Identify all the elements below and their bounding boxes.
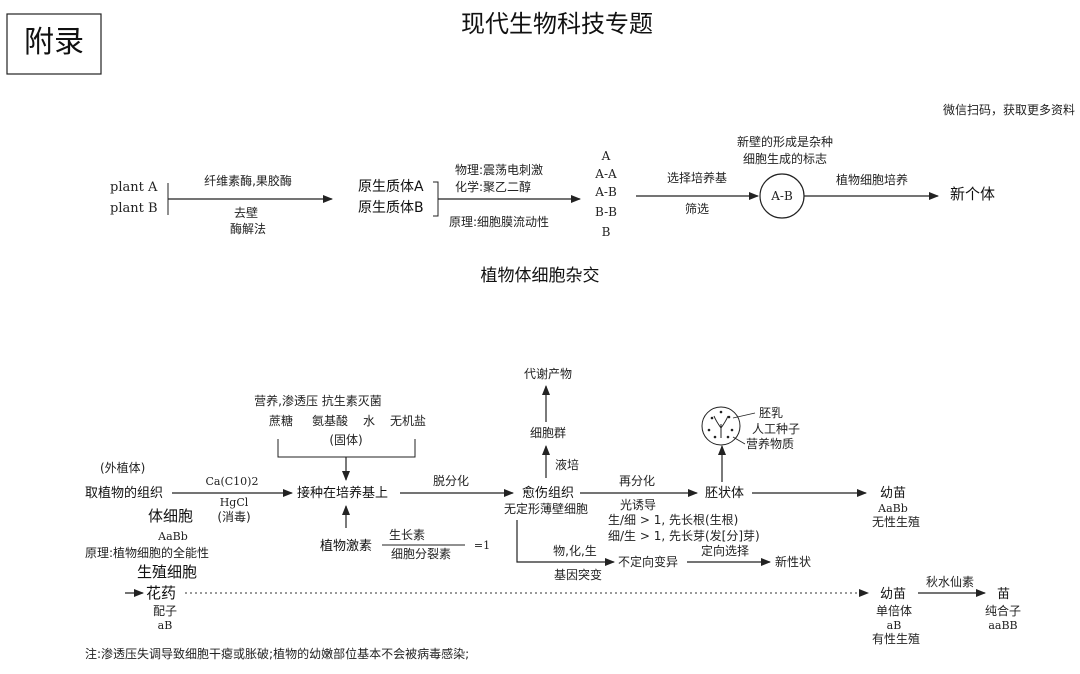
artificial-seed-icon: [701, 406, 741, 446]
haploid-genotype: aB: [887, 619, 902, 632]
combo-bb: B-B: [595, 205, 617, 219]
combo-a: A: [601, 149, 611, 163]
gamete-genotype: aB: [158, 619, 173, 632]
sprout-label: 苗: [997, 587, 1010, 602]
new-trait-label: 新性状: [775, 554, 811, 569]
plant-b-label: plant B: [110, 201, 158, 216]
sugar-label: 蔗糖: [269, 413, 293, 428]
screen-label: 筛选: [685, 201, 709, 216]
protoplast-a: 原生质体A: [358, 179, 424, 195]
random-variation-label: 不定向变异: [618, 554, 678, 569]
callus-label: 愈伤组织: [522, 486, 574, 501]
nutrient-pointer: [732, 436, 746, 445]
gene-mutation-label: 基因突变: [554, 567, 602, 582]
nutrient-matter-label: 营养物质: [746, 436, 794, 451]
ca-clo-label: Ca(C10)2: [206, 475, 259, 488]
ratio-root-rule: 生/细 > 1, 先长根(生根): [608, 513, 738, 527]
seedling-1-genotype: AaBb: [877, 502, 908, 515]
protoplast-b: 原生质体B: [358, 200, 424, 216]
seedling-2-label: 幼苗: [880, 587, 906, 602]
hgcl-label: HgCl: [220, 496, 249, 509]
homozygote-genotype: aaBB: [988, 619, 1017, 632]
totipotency-label: 原理:植物细胞的全能性: [85, 545, 209, 560]
salt-label: 无机盐: [390, 414, 426, 428]
explant-label: (外植体): [100, 460, 145, 475]
select-medium-label: 选择培养基: [667, 170, 727, 185]
enzyme-method-label: 酶解法: [230, 221, 266, 236]
somatic-cell-label: 体细胞: [148, 507, 193, 525]
endosperm-label: 胚乳: [759, 406, 783, 420]
new-wall-note-2: 细胞生成的标志: [743, 151, 827, 166]
disinfect-label: (消毒): [217, 510, 250, 524]
appendix-badge: 附录: [24, 25, 84, 60]
fusion-principle: 原理:细胞膜流动性: [449, 215, 549, 229]
hybrid-cell-label: A-B: [770, 189, 793, 203]
enzymes-label: 纤维素酶,果胶酶: [204, 173, 292, 188]
protoplast-bracket: [433, 181, 439, 217]
endosperm-pointer: [732, 412, 756, 419]
plant-culture-label: 植物细胞培养: [836, 172, 908, 187]
water-label: 水: [363, 414, 375, 428]
colchicine-label: 秋水仙素: [926, 575, 974, 589]
amorphous-label: 无定形薄壁细胞: [504, 501, 588, 516]
directed-selection-label: 定向选择: [701, 543, 749, 558]
plant-a-label: plant A: [110, 180, 158, 195]
new-individual: 新个体: [950, 185, 995, 203]
take-tissue-label: 取植物的组织: [85, 485, 163, 501]
footer-note: 注:渗透压失调导致细胞干瘪或胀破;植物的幼嫩部位基本不会被病毒感染;: [85, 646, 469, 661]
ratio-equals-one: =1: [474, 539, 490, 552]
ratio-shoot-rule: 细/生 > 1, 先长芽(发[分]芽): [608, 528, 760, 543]
artificial-seed-label: 人工种子: [752, 422, 800, 436]
sexual-label: 有性生殖: [872, 631, 920, 646]
solid-label: (固体): [329, 433, 362, 447]
combo-aa: A-A: [594, 167, 617, 181]
liquid-culture-label: 液培: [555, 457, 579, 472]
combo-b: B: [602, 225, 611, 239]
inoculate-label: 接种在培养基上: [297, 485, 388, 501]
combo-ab: A-B: [594, 185, 617, 199]
somatic-genotype: AaBb: [157, 530, 188, 543]
page-title: 现代生物科技专题: [461, 10, 653, 38]
cell-group-label: 细胞群: [530, 426, 566, 440]
embryoid-label: 胚状体: [705, 486, 744, 501]
haploid-label: 单倍体: [876, 603, 912, 618]
appendix-badge-box: [6, 13, 102, 75]
dediff-label: 脱分化: [433, 473, 469, 488]
amino-label: 氨基酸: [312, 413, 348, 428]
mutagen-label: 物,化,生: [553, 544, 597, 558]
chemical-method: 化学:聚乙二醇: [455, 179, 531, 194]
anther-label: 花药: [146, 584, 176, 602]
seedling-1-label: 幼苗: [880, 486, 906, 501]
germ-cell-label: 生殖细胞: [137, 563, 197, 581]
new-wall-note-1: 新壁的形成是杂种: [737, 134, 833, 149]
wechat-note: 微信扫码，获取更多资料: [943, 103, 1075, 117]
remove-wall-label: 去壁: [234, 205, 258, 220]
gamete-label: 配子: [153, 604, 177, 618]
auxin-label: 生长素: [389, 528, 425, 542]
asexual-label: 无性生殖: [872, 514, 920, 529]
cytokinin-label: 细胞分裂素: [391, 547, 451, 561]
rediff-label: 再分化: [619, 474, 655, 488]
mutation-branch-line: [516, 520, 540, 563]
physical-method: 物理:震荡电刺激: [455, 163, 543, 177]
hormone-label: 植物激素: [320, 539, 372, 554]
section-title-hybridization: 植物体细胞杂交: [481, 266, 600, 286]
light-induce-label: 光诱导: [620, 498, 656, 512]
nutrient-header: 营养,渗透压 抗生素灭菌: [254, 393, 382, 408]
metabolite-label: 代谢产物: [524, 366, 572, 381]
homozygote-label: 纯合子: [985, 603, 1021, 618]
